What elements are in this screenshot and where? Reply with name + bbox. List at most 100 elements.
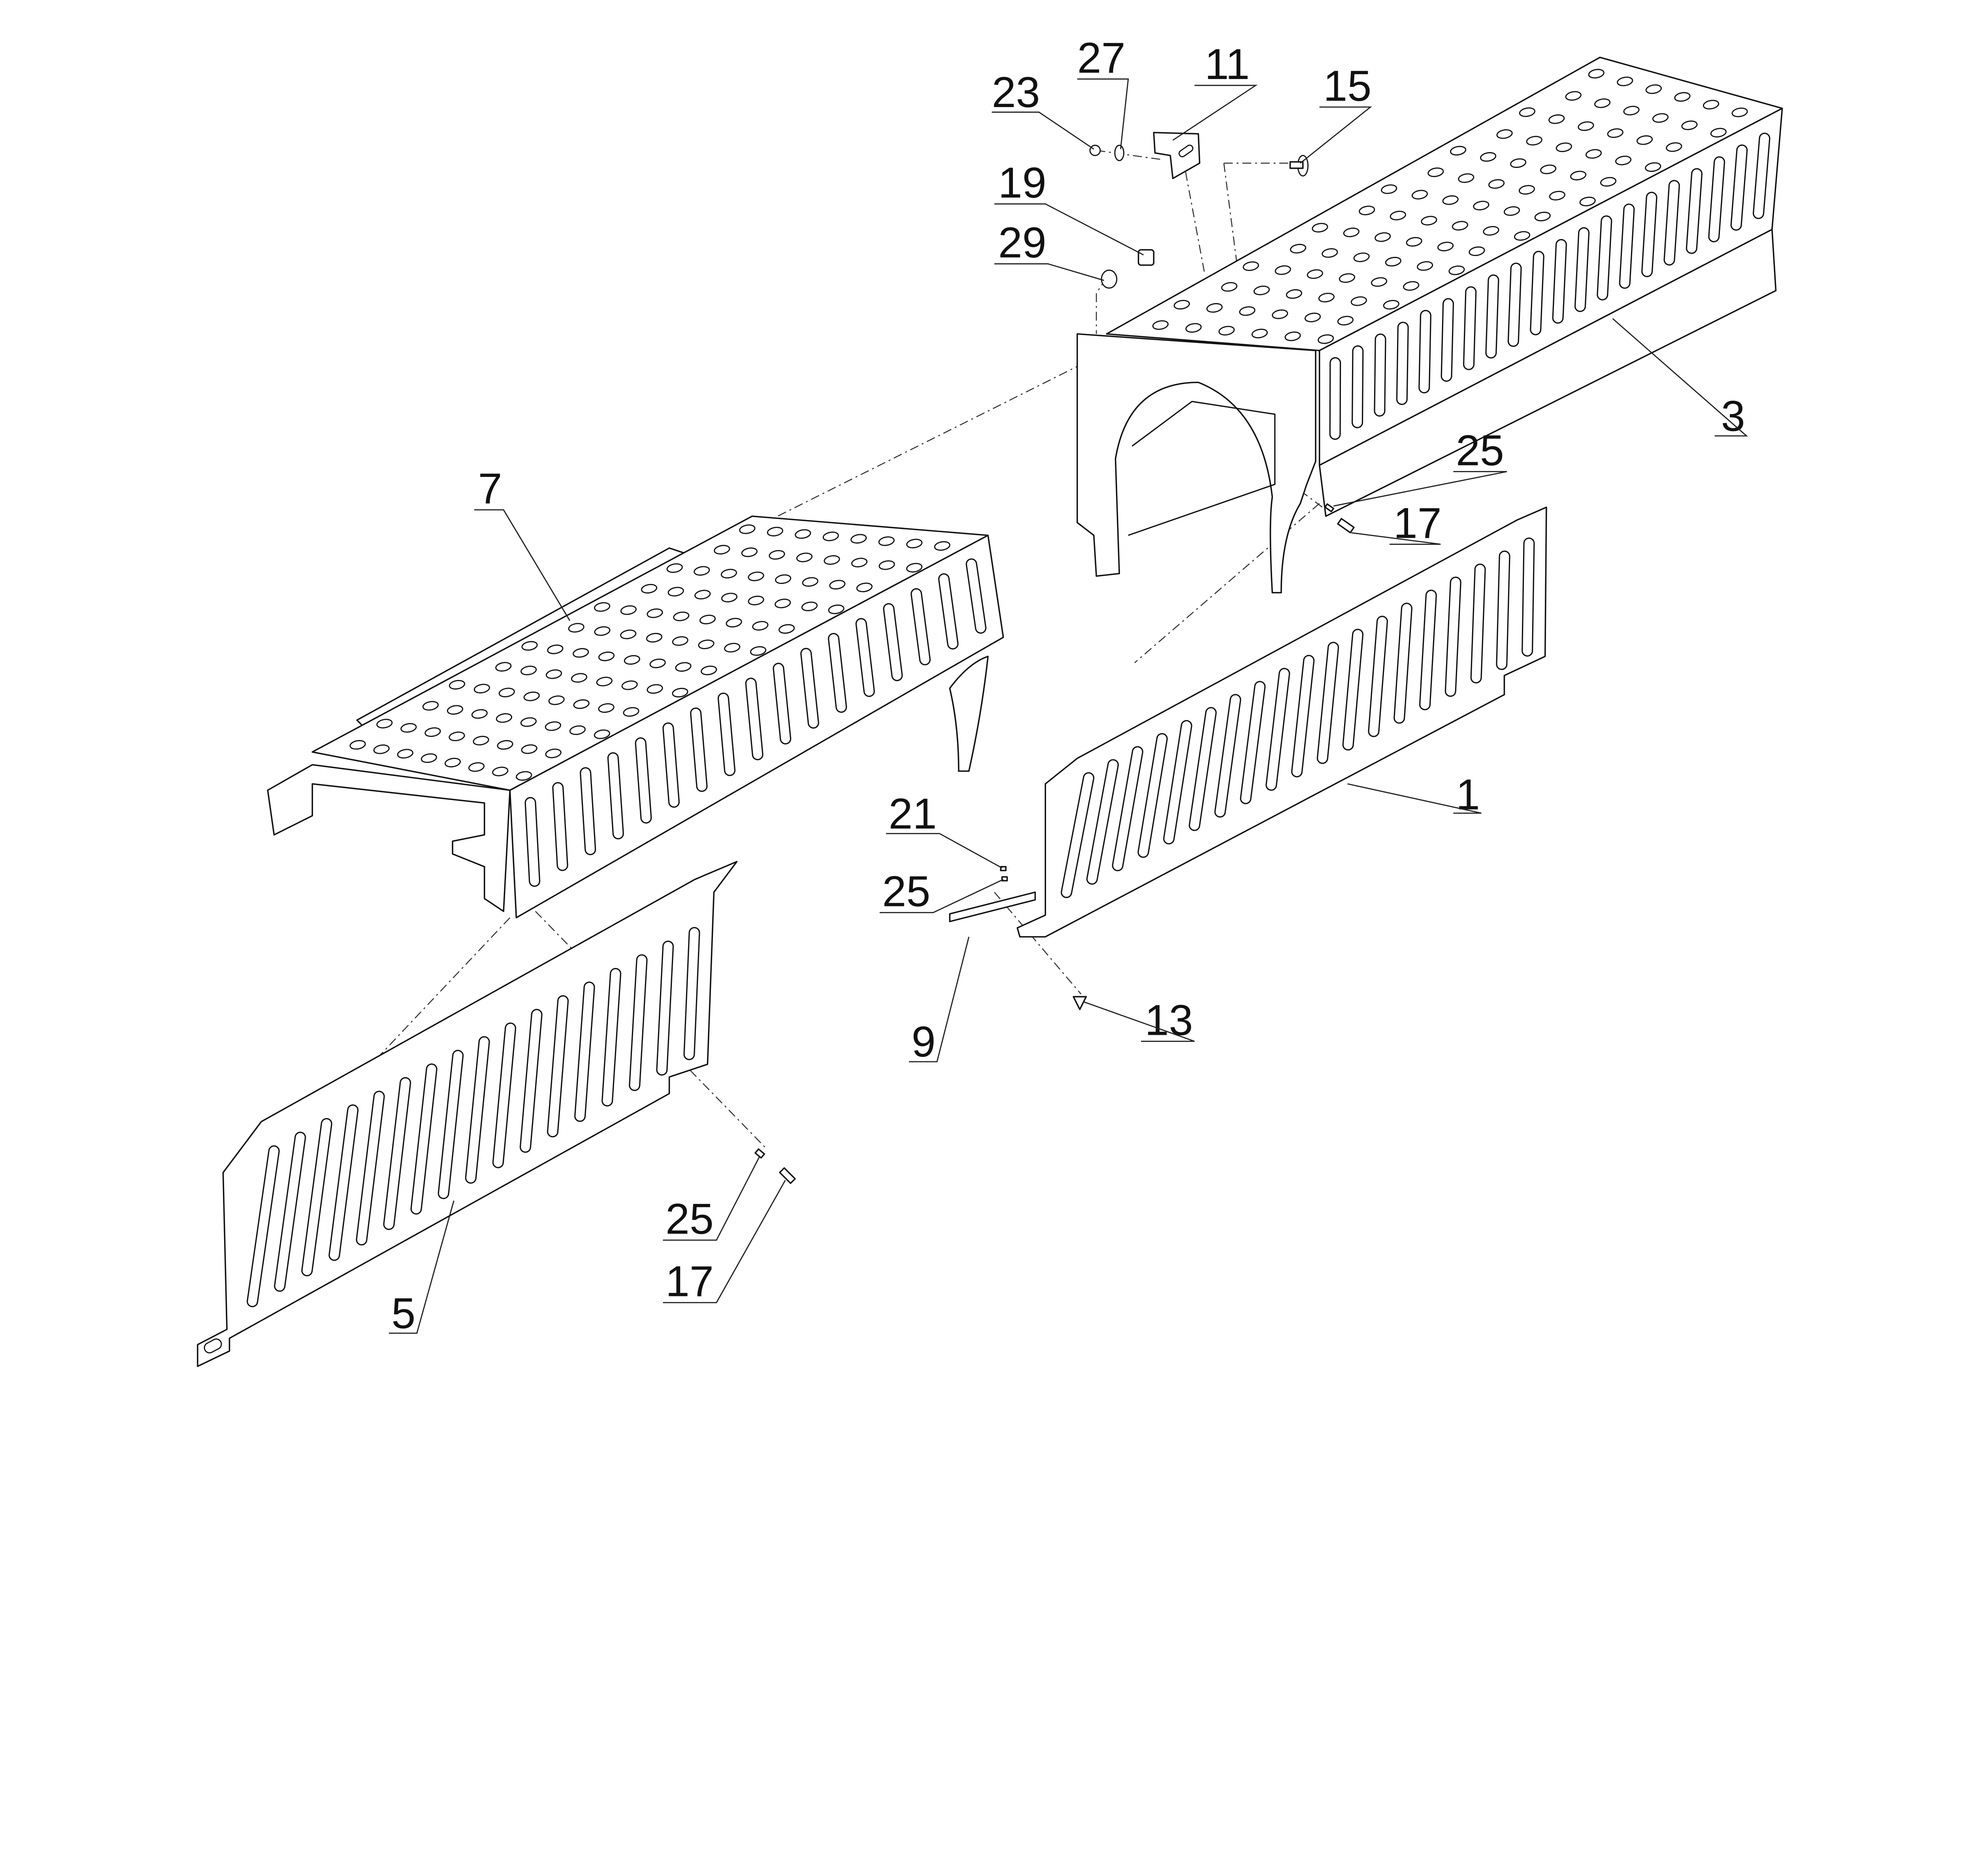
perforation-hole bbox=[748, 595, 764, 606]
svg-text:9: 9 bbox=[911, 1018, 935, 1066]
perforation-hole bbox=[672, 636, 688, 646]
perforation-hole bbox=[699, 614, 716, 625]
vent-slot bbox=[1369, 617, 1387, 736]
vent-slot bbox=[548, 996, 568, 1136]
perforation-hole bbox=[569, 725, 586, 735]
callouts: 23 27 11 15 19 29 3 25 17 7 1 21 25 9 13… bbox=[388, 34, 1748, 1337]
svg-text:27: 27 bbox=[1077, 34, 1126, 82]
perforation-hole bbox=[1304, 313, 1321, 322]
part-9-strip bbox=[949, 891, 1036, 923]
perforation-hole bbox=[1503, 206, 1520, 216]
perforation-hole bbox=[594, 626, 611, 636]
perforation-hole bbox=[673, 611, 690, 622]
vent-slot bbox=[912, 589, 930, 664]
perforation-hole bbox=[624, 655, 640, 665]
perforation-hole bbox=[444, 757, 461, 768]
callout-21: 21 bbox=[886, 790, 1003, 869]
perforation-hole bbox=[850, 534, 867, 544]
vent-slot bbox=[521, 1010, 541, 1152]
perforation-hole bbox=[596, 676, 613, 687]
perforation-hole bbox=[694, 590, 711, 600]
svg-text:21: 21 bbox=[888, 790, 937, 838]
vent-slot bbox=[1553, 240, 1566, 322]
vent-slot bbox=[636, 738, 651, 823]
perforation-hole bbox=[775, 574, 792, 584]
vent-slot bbox=[1062, 773, 1093, 897]
perforation-hole bbox=[878, 536, 895, 546]
part-17-bolt-lower bbox=[779, 1167, 796, 1184]
vent-slot bbox=[1215, 695, 1240, 817]
perforation-hole bbox=[495, 662, 512, 672]
vent-slot bbox=[774, 664, 790, 743]
perforation-hole bbox=[492, 767, 509, 776]
diagram-canvas: 23 27 11 15 19 29 3 25 17 7 1 21 25 9 13… bbox=[197, 34, 1783, 1367]
perforation-hole bbox=[349, 740, 366, 750]
perforation-hole bbox=[1218, 326, 1235, 336]
perforation-hole bbox=[796, 552, 813, 562]
perforation-hole bbox=[1239, 306, 1256, 316]
perforation-hole bbox=[741, 547, 758, 557]
vent-slot bbox=[466, 1037, 489, 1183]
callout-29: 29 bbox=[994, 219, 1104, 281]
perforation-hole bbox=[1450, 146, 1467, 156]
callout-23: 23 bbox=[992, 68, 1094, 150]
perforation-hole bbox=[666, 563, 683, 573]
vent-slot bbox=[330, 1106, 358, 1260]
svg-text:3: 3 bbox=[1721, 392, 1745, 440]
perforation-hole bbox=[1339, 273, 1356, 283]
vent-slot bbox=[1471, 565, 1485, 682]
perforation-hole bbox=[1549, 191, 1565, 201]
perforation-hole bbox=[906, 539, 923, 548]
part-11-bracket bbox=[1153, 132, 1201, 179]
vent-slot bbox=[1395, 604, 1411, 723]
callout-27: 27 bbox=[1077, 34, 1129, 149]
perforation-hole bbox=[1607, 128, 1623, 138]
perforation-hole bbox=[647, 608, 663, 618]
callout-17-upper: 17 bbox=[1351, 499, 1442, 547]
vent-slot bbox=[1620, 205, 1634, 288]
part-1-side-panel bbox=[1016, 507, 1547, 938]
perforation-hole bbox=[547, 644, 564, 654]
perforation-hole bbox=[498, 687, 515, 697]
perforation-hole bbox=[620, 629, 637, 639]
perforation-hole bbox=[649, 658, 666, 669]
vent-slot bbox=[302, 1119, 331, 1275]
perforation-hole bbox=[573, 699, 590, 709]
part-7-left-cover bbox=[267, 515, 1004, 919]
vent-slot bbox=[248, 1146, 279, 1306]
perforation-hole bbox=[1565, 91, 1582, 101]
perforation-hole bbox=[1636, 135, 1653, 145]
callout-7: 7 bbox=[474, 465, 571, 621]
perforation-hole bbox=[724, 643, 741, 653]
perforation-hole bbox=[1206, 303, 1223, 313]
vent-slot bbox=[1164, 721, 1191, 843]
perforation-hole bbox=[376, 719, 393, 729]
perforation-hole bbox=[1703, 100, 1720, 109]
perforation-hole bbox=[739, 524, 756, 534]
perforation-hole bbox=[778, 624, 795, 634]
perforation-hole bbox=[523, 691, 540, 701]
svg-text:15: 15 bbox=[1323, 62, 1371, 110]
vent-slot bbox=[939, 574, 958, 648]
perforation-hole bbox=[1469, 246, 1485, 256]
svg-text:23: 23 bbox=[992, 68, 1040, 117]
perforation-hole bbox=[641, 584, 658, 594]
perforation-hole bbox=[698, 639, 715, 649]
perforation-hole bbox=[1286, 289, 1303, 299]
perforation-hole bbox=[1437, 241, 1454, 252]
callout-17-lower: 17 bbox=[663, 1180, 786, 1306]
vent-slot bbox=[1464, 287, 1476, 369]
perforation-hole bbox=[620, 605, 637, 615]
perforation-hole bbox=[473, 736, 489, 746]
svg-text:17: 17 bbox=[666, 1258, 714, 1306]
perforation-hole bbox=[1185, 323, 1202, 333]
perforation-hole bbox=[1343, 228, 1359, 237]
perforation-hole bbox=[1385, 257, 1402, 267]
svg-text:5: 5 bbox=[391, 1289, 415, 1337]
perforation-hole bbox=[1510, 158, 1527, 168]
callout-1: 1 bbox=[1347, 770, 1482, 819]
callout-25-middle: 25 bbox=[879, 868, 1004, 916]
perforation-hole bbox=[647, 684, 663, 694]
perforation-hole bbox=[520, 665, 537, 676]
svg-text:13: 13 bbox=[1145, 996, 1193, 1044]
